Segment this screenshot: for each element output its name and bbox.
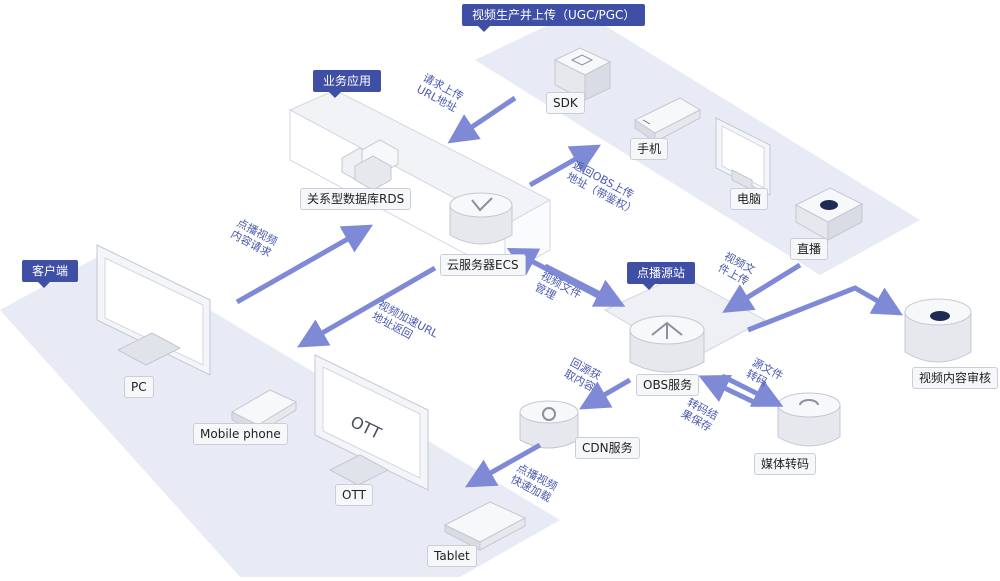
arrow-return-obs — [528, 144, 602, 188]
rds-icon — [341, 139, 399, 191]
sdk-icon — [553, 47, 612, 101]
zone-production-tag: 视频生产并上传（UGC/PGC） — [462, 4, 646, 32]
rds-label: 关系型数据库RDS — [300, 188, 412, 210]
phone-icon — [633, 97, 702, 143]
zone-client-tag: 客户端 — [22, 260, 79, 288]
arrow-file-upload — [722, 262, 802, 313]
transcode-label: 媒体转码 — [754, 453, 817, 475]
obs-label: OBS服务 — [636, 374, 700, 396]
mobile-phone-label: Mobile phone — [193, 423, 288, 445]
tablet-label: Tablet — [427, 545, 477, 567]
arrow-request-upload — [447, 95, 517, 144]
arrow-vod-request — [235, 224, 374, 305]
live-label: 直播 — [790, 238, 829, 260]
sdk-label: SDK — [546, 92, 585, 114]
tablet-icon — [443, 501, 527, 551]
mobile-phone-icon — [230, 389, 298, 434]
review-icon — [904, 298, 972, 363]
cdn-icon — [519, 400, 579, 449]
ecs-icon — [449, 192, 513, 245]
ott-monitor-icon — [314, 354, 429, 491]
pc-icon — [96, 244, 211, 376]
arrow-accel-url — [297, 265, 437, 348]
arrow-origin-fetch — [579, 377, 632, 410]
zone-business-tag: 业务应用 — [313, 70, 382, 98]
obs-icon — [629, 315, 705, 373]
computer-label: 电脑 — [730, 188, 769, 210]
transcode-icon — [777, 392, 841, 447]
ott-label: OTT — [335, 484, 373, 506]
arrow-fast-load — [464, 442, 542, 488]
ecs-label: 云服务器ECS — [440, 254, 526, 276]
arrow-transcode-store — [698, 374, 762, 408]
cdn-label: CDN服务 — [575, 437, 640, 459]
live-icon — [794, 187, 864, 241]
zone-vod-tag: 点播源站 — [627, 262, 696, 290]
phone-label: 手机 — [630, 138, 669, 160]
arrow-review — [747, 285, 904, 333]
review-label: 视频内容审核 — [912, 367, 999, 389]
pc-label: PC — [124, 376, 154, 398]
arrow-file-mgmt-b — [543, 263, 626, 307]
flow-arrows — [235, 95, 904, 488]
